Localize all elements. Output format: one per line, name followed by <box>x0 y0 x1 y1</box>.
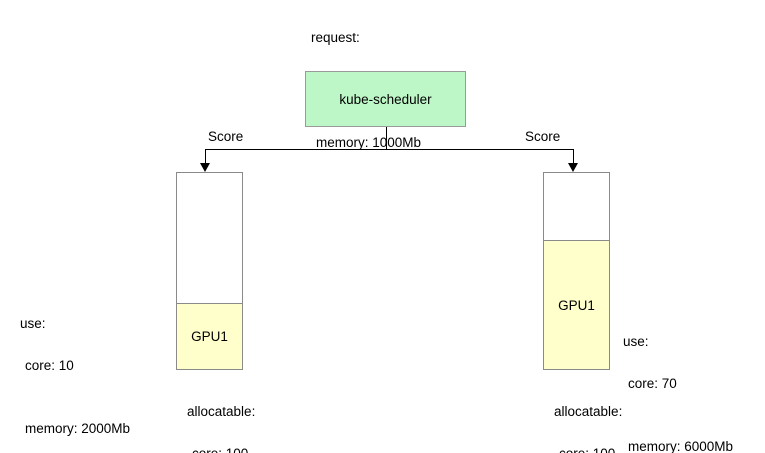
right-node-use-spec: use: core: 70 memory: 6000Mb <box>608 310 733 453</box>
left-node-use-spec: use: core: 10 memory: 2000Mb <box>5 292 130 453</box>
left-node-used-region: GPU1 <box>176 303 243 370</box>
score-bus-line <box>205 149 573 150</box>
right-node-use-title: use: <box>623 334 649 349</box>
right-node-used-region: GPU1 <box>543 240 610 370</box>
left-node-capacity-bar[interactable]: GPU1 <box>176 172 243 370</box>
left-score-label: Score <box>208 129 244 144</box>
left-arrow-icon <box>200 163 210 172</box>
scheduler-stem-line <box>386 127 387 149</box>
kube-scheduler-box[interactable]: kube-scheduler <box>305 71 466 127</box>
right-arrow-icon <box>568 163 578 172</box>
left-node-use-core: core: 10 <box>25 358 74 373</box>
right-node-allocatable-core: core: 100 <box>539 443 664 453</box>
request-memory: memory: 1000Mb <box>316 135 422 150</box>
right-node-capacity-bar[interactable]: GPU1 <box>543 172 610 370</box>
right-score-label: Score <box>525 129 561 144</box>
right-branch-line <box>573 149 574 164</box>
kube-scheduler-label: kube-scheduler <box>339 91 432 107</box>
left-node-gpu-label: GPU1 <box>191 329 228 344</box>
left-node-use-memory: memory: 2000Mb <box>25 421 131 436</box>
request-title: request: <box>311 30 360 45</box>
right-node-allocatable-spec: allocatable: core: 100 memory: 8000Mb <box>539 380 664 453</box>
left-node-use-title: use: <box>20 316 46 331</box>
left-node-allocatable-core: core: 100 <box>172 443 297 453</box>
right-node-gpu-label: GPU1 <box>558 297 595 313</box>
right-node-allocatable-title: allocatable: <box>554 404 623 419</box>
left-branch-line <box>205 149 206 164</box>
right-node-use-core: core: 70 <box>628 376 677 391</box>
left-node-allocatable-spec: allocatable: core: 100 memory: 8000Mb <box>172 380 297 453</box>
right-node-use-memory: memory: 6000Mb <box>628 439 734 453</box>
left-node-allocatable-title: allocatable: <box>187 404 256 419</box>
